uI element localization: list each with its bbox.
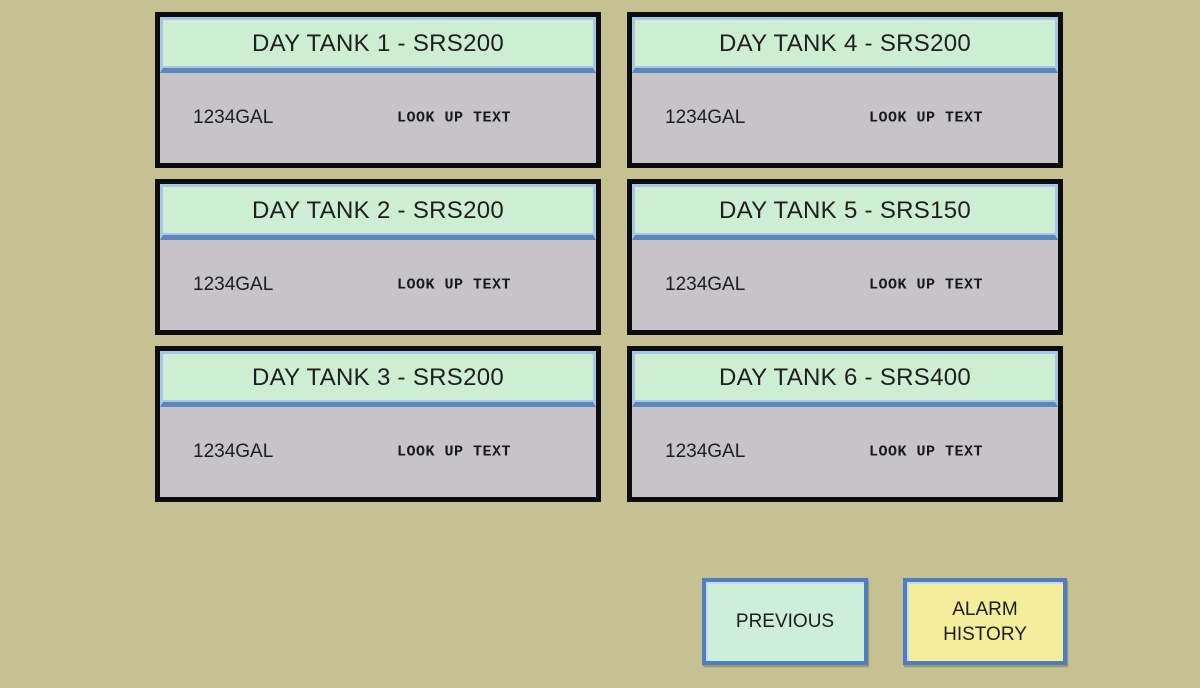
tank-4-body: 1234GAL LOOK UP TEXT [632, 73, 1058, 163]
tank-4-title: DAY TANK 4 - SRS200 [718, 30, 972, 57]
tank-5-title: DAY TANK 5 - SRS150 [718, 197, 972, 224]
tank-5-level-value: 1234GAL [665, 274, 746, 295]
tank-2-body: 1234GAL LOOK UP TEXT [160, 240, 596, 330]
tank-1-body: 1234GAL LOOK UP TEXT [160, 73, 596, 163]
tank-5-lookup-text: LOOK UP TEXT [869, 276, 984, 294]
tank-5-header: DAY TANK 5 - SRS150 [632, 184, 1058, 240]
tank-6-title: DAY TANK 6 - SRS400 [718, 364, 972, 391]
tank-panel-2[interactable]: DAY TANK 2 - SRS200 1234GAL LOOK UP TEXT [155, 179, 601, 335]
tank-4-lookup-text: LOOK UP TEXT [869, 109, 984, 127]
tank-3-lookup-text: LOOK UP TEXT [397, 443, 512, 461]
tank-3-body: 1234GAL LOOK UP TEXT [160, 407, 596, 497]
tank-3-header: DAY TANK 3 - SRS200 [160, 351, 596, 407]
tank-panel-5[interactable]: DAY TANK 5 - SRS150 1234GAL LOOK UP TEXT [627, 179, 1063, 335]
tank-1-lookup-text: LOOK UP TEXT [397, 109, 512, 127]
tank-2-lookup-text: LOOK UP TEXT [397, 276, 512, 294]
tank-3-level-value: 1234GAL [193, 441, 274, 462]
tank-4-level-value: 1234GAL [665, 107, 746, 128]
tank-panel-4[interactable]: DAY TANK 4 - SRS200 1234GAL LOOK UP TEXT [627, 12, 1063, 168]
tank-1-title: DAY TANK 1 - SRS200 [251, 30, 505, 57]
alarm-history-button[interactable]: ALARM HISTORY [903, 578, 1067, 665]
tank-2-title: DAY TANK 2 - SRS200 [251, 197, 505, 224]
tank-4-header: DAY TANK 4 - SRS200 [632, 17, 1058, 73]
tank-panel-6[interactable]: DAY TANK 6 - SRS400 1234GAL LOOK UP TEXT [627, 346, 1063, 502]
tank-1-header: DAY TANK 1 - SRS200 [160, 17, 596, 73]
tank-panel-3[interactable]: DAY TANK 3 - SRS200 1234GAL LOOK UP TEXT [155, 346, 601, 502]
tank-2-header: DAY TANK 2 - SRS200 [160, 184, 596, 240]
tank-1-level-value: 1234GAL [193, 107, 274, 128]
previous-button[interactable]: PREVIOUS [702, 578, 868, 665]
tank-panel-1[interactable]: DAY TANK 1 - SRS200 1234GAL LOOK UP TEXT [155, 12, 601, 168]
tank-6-lookup-text: LOOK UP TEXT [869, 443, 984, 461]
tank-3-title: DAY TANK 3 - SRS200 [251, 364, 505, 391]
tank-2-level-value: 1234GAL [193, 274, 274, 295]
tank-6-level-value: 1234GAL [665, 441, 746, 462]
tank-5-body: 1234GAL LOOK UP TEXT [632, 240, 1058, 330]
tank-6-header: DAY TANK 6 - SRS400 [632, 351, 1058, 407]
tank-6-body: 1234GAL LOOK UP TEXT [632, 407, 1058, 497]
